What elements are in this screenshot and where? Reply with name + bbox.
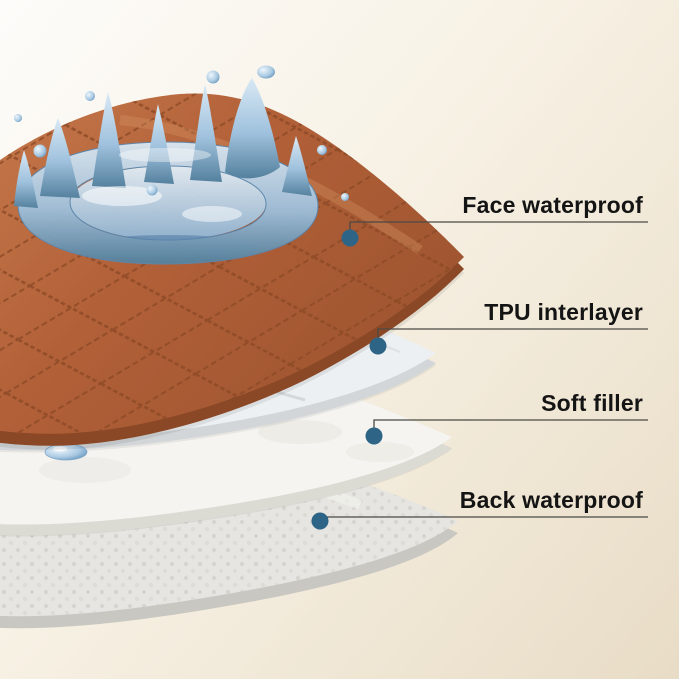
- splash-spike: [190, 84, 222, 182]
- callout-line-tpu: [377, 328, 648, 346]
- water-droplet: [341, 193, 349, 201]
- water-droplet: [85, 91, 95, 101]
- callout-filler: [365, 419, 648, 445]
- water-droplet: [14, 114, 22, 122]
- callout-dot-face: [341, 229, 359, 247]
- water-droplet: [206, 70, 220, 84]
- splash-spike: [40, 118, 80, 198]
- water-splash: [14, 65, 349, 265]
- label-face-waterproof: Face waterproof: [462, 192, 643, 218]
- splash-column: [225, 78, 280, 179]
- callout-dot-tpu: [369, 337, 387, 355]
- splash-highlight: [182, 206, 242, 222]
- water-droplet: [33, 144, 47, 158]
- filler-blotch: [346, 442, 414, 462]
- filler-blotch: [39, 457, 131, 483]
- label-soft-filler: Soft filler: [541, 390, 643, 416]
- callout-dot-filler: [365, 427, 383, 445]
- water-droplet: [146, 184, 158, 196]
- splash-highlight: [119, 148, 211, 162]
- callout-face: [341, 221, 648, 247]
- splash-spike: [144, 104, 174, 184]
- callout-tpu: [369, 328, 648, 355]
- water-droplet: [317, 145, 327, 155]
- label-tpu-interlayer: TPU interlayer: [484, 299, 643, 325]
- splash-spike: [282, 136, 312, 196]
- filler-blotch: [258, 420, 342, 444]
- splash-highlight: [82, 186, 162, 206]
- label-back-waterproof: Back waterproof: [459, 487, 643, 513]
- callout-dot-back: [311, 512, 329, 530]
- water-droplet: [257, 65, 275, 79]
- callout-back: [311, 512, 648, 530]
- splash-spike: [92, 92, 126, 188]
- splash-spike: [14, 150, 38, 208]
